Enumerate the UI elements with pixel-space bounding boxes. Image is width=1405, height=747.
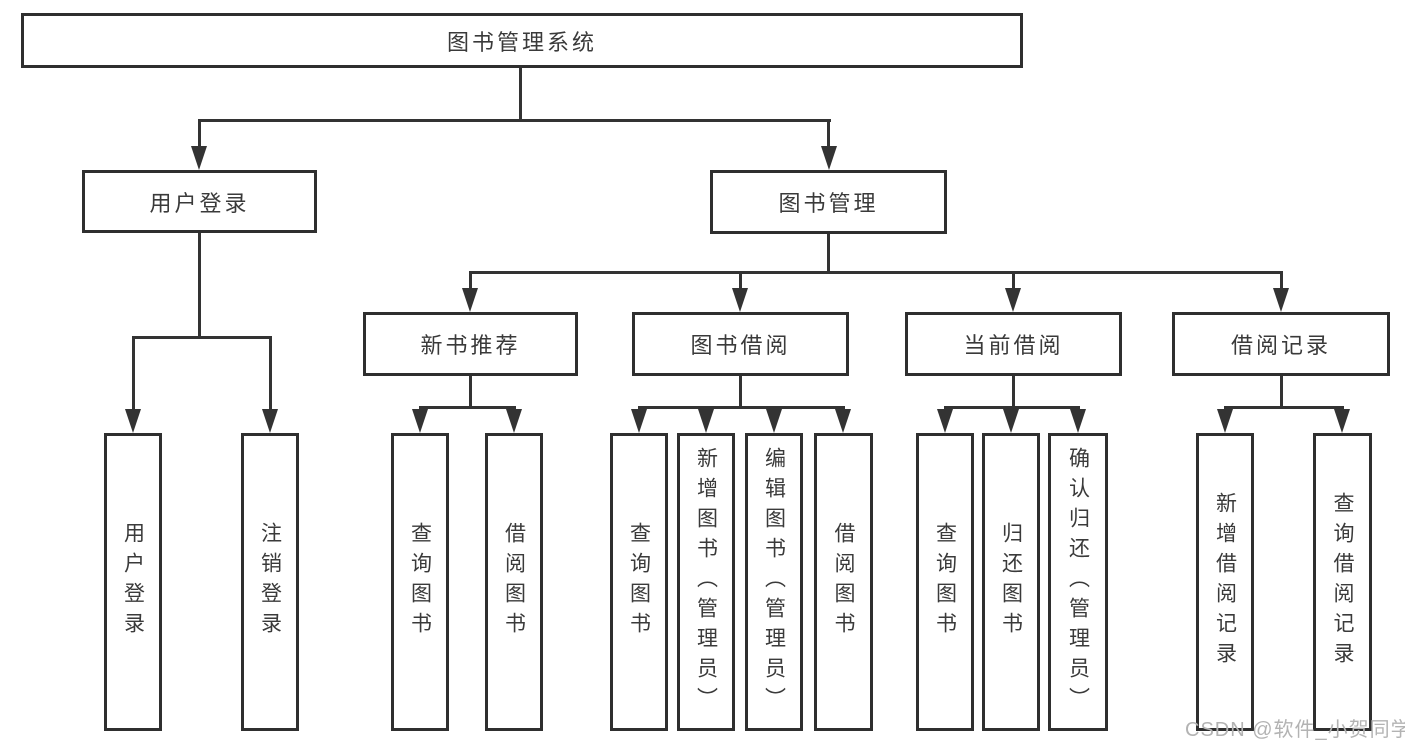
connector-line [419, 406, 516, 409]
leaf-label: 借阅图书 [502, 522, 526, 642]
leaf-borrow-books: 借阅图书 [814, 433, 873, 731]
connector-line [827, 234, 830, 274]
node-label: 借阅记录 [1230, 333, 1331, 358]
node-user-login: 用户登录 [82, 170, 317, 233]
arrowhead-icon [1005, 288, 1021, 312]
node-label: 图书管理 [778, 191, 879, 216]
node-current-borrowing: 当前借阅 [905, 312, 1122, 376]
connector-line [1224, 406, 1344, 409]
leaf-label: 确认归还（管理员） [1066, 447, 1090, 717]
arrowhead-icon [506, 409, 522, 433]
connector-line [198, 119, 831, 122]
arrowhead-icon [937, 409, 953, 433]
leaf-label: 新增图书（管理员） [694, 447, 718, 717]
leaf-label: 查询图书 [408, 522, 432, 642]
leaf-label: 归还图书 [999, 522, 1023, 642]
arrowhead-icon [1273, 288, 1289, 312]
connector-line [944, 406, 1080, 409]
connector-line [469, 271, 472, 291]
arrowhead-icon [462, 288, 478, 312]
connector-line [132, 336, 135, 412]
connector-line [827, 119, 830, 150]
leaf-label: 查询图书 [933, 522, 957, 642]
connector-line [469, 376, 472, 409]
arrowhead-icon [1334, 409, 1350, 433]
leaf-label: 编辑图书（管理员） [762, 447, 786, 717]
arrowhead-icon [631, 409, 647, 433]
connector-line [198, 119, 201, 150]
node-book-borrowing: 图书借阅 [632, 312, 849, 376]
arrowhead-icon [1003, 409, 1019, 433]
node-label: 新书推荐 [420, 333, 521, 358]
leaf-add-books-admin: 新增图书（管理员） [677, 433, 735, 731]
leaf-edit-books-admin: 编辑图书（管理员） [745, 433, 803, 731]
arrowhead-icon [821, 146, 837, 170]
connector-line [739, 271, 742, 291]
arrowhead-icon [1217, 409, 1233, 433]
leaf-label: 借阅图书 [832, 522, 855, 642]
leaf-borrow-books: 借阅图书 [485, 433, 543, 731]
leaf-label: 查询借阅记录 [1331, 492, 1354, 672]
connector-line [198, 233, 201, 338]
leaf-label: 查询图书 [627, 522, 651, 642]
connector-line [739, 376, 742, 409]
arrowhead-icon [191, 146, 207, 170]
connector-line [519, 68, 522, 120]
connector-line [1012, 376, 1015, 409]
connector-line [469, 271, 1283, 274]
node-label: 图书管理系统 [446, 29, 597, 55]
connector-line [1012, 271, 1015, 291]
arrowhead-icon [698, 409, 714, 433]
connector-line [638, 406, 845, 409]
arrowhead-icon [732, 288, 748, 312]
connector-line [1280, 376, 1283, 409]
leaf-confirm-return-admin: 确认归还（管理员） [1048, 433, 1108, 731]
node-label: 用户登录 [149, 190, 250, 216]
leaf-user-login: 用户登录 [104, 433, 162, 731]
leaf-query-books: 查询图书 [916, 433, 974, 731]
node-label: 当前借阅 [963, 333, 1064, 358]
leaf-logout: 注销登录 [241, 433, 299, 731]
leaf-add-borrow-record: 新增借阅记录 [1196, 433, 1254, 731]
leaf-query-books: 查询图书 [610, 433, 668, 731]
node-new-book-recommend: 新书推荐 [363, 312, 578, 376]
leaf-query-borrow-record: 查询借阅记录 [1313, 433, 1372, 731]
leaf-query-books: 查询图书 [391, 433, 449, 731]
arrowhead-icon [1070, 409, 1086, 433]
leaf-label: 用户登录 [121, 522, 145, 642]
node-label: 图书借阅 [690, 333, 791, 358]
connector-line [132, 336, 272, 339]
arrowhead-icon [412, 409, 428, 433]
node-borrowing-records: 借阅记录 [1172, 312, 1390, 376]
arrowhead-icon [835, 409, 851, 433]
arrowhead-icon [125, 409, 141, 433]
arrowhead-icon [262, 409, 278, 433]
node-library-management-system: 图书管理系统 [21, 13, 1023, 68]
csdn-watermark: CSDN @软件_小贺同学 [1185, 719, 1405, 741]
leaf-label: 新增借阅记录 [1213, 492, 1237, 672]
leaf-return-books: 归还图书 [982, 433, 1040, 731]
connector-line [1280, 271, 1283, 291]
leaf-label: 注销登录 [258, 522, 282, 642]
connector-line [269, 336, 272, 412]
node-book-management: 图书管理 [710, 170, 947, 234]
arrowhead-icon [766, 409, 782, 433]
